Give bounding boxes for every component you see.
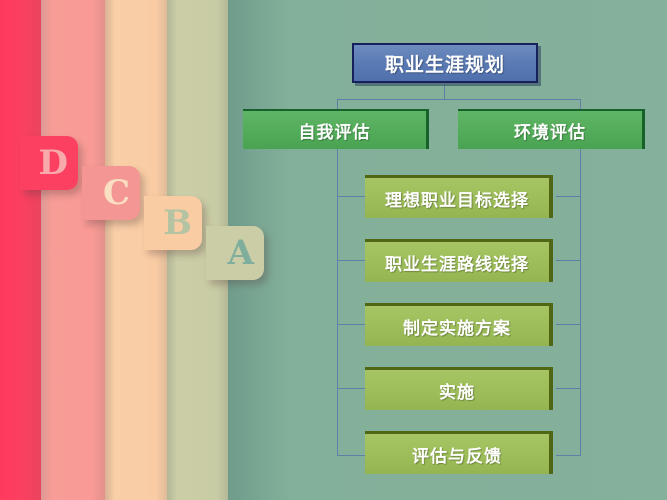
- letter-tab-b-label: B: [163, 203, 192, 243]
- branch-box-self-assessment[interactable]: 自我评估: [243, 109, 429, 149]
- connector-right-stub-5: [556, 455, 581, 456]
- background-stripe-peach: [105, 0, 167, 500]
- connector-left-stub-1: [337, 196, 365, 197]
- step-label-1: 理想职业目标选择: [385, 190, 529, 211]
- branch-label-environment-assessment: 环境评估: [514, 122, 586, 143]
- connector-left-stub-5: [337, 455, 365, 456]
- step-box-4[interactable]: 实施: [365, 367, 553, 410]
- connector-to-self-assessment: [337, 99, 338, 110]
- connector-split-bar: [337, 99, 581, 100]
- background-stripe-crimson: [0, 0, 41, 500]
- connector-left-stub-3: [337, 324, 365, 325]
- connector-left-spine: [337, 149, 338, 456]
- step-label-4: 实施: [439, 382, 475, 403]
- connector-right-stub-4: [556, 388, 581, 389]
- step-box-3[interactable]: 制定实施方案: [365, 303, 553, 346]
- connector-right-stub-3: [556, 324, 581, 325]
- connector-left-stub-2: [337, 260, 365, 261]
- letter-tab-b: B: [144, 196, 202, 250]
- connector-right-stub-2: [556, 260, 581, 261]
- letter-tab-d: D: [20, 136, 78, 190]
- connector-to-environment-assessment: [580, 99, 581, 110]
- connector-title-stem: [444, 85, 445, 99]
- connector-right-stub-1: [556, 196, 581, 197]
- step-label-3: 制定实施方案: [403, 318, 511, 339]
- step-box-1[interactable]: 理想职业目标选择: [365, 175, 553, 218]
- letter-tab-c-label: C: [102, 173, 130, 213]
- connector-right-spine: [580, 149, 581, 456]
- letter-tab-d-label: D: [38, 143, 68, 183]
- background-stripe-salmon: [41, 0, 105, 500]
- connector-left-stub-4: [337, 388, 365, 389]
- letter-tab-a: A: [206, 226, 264, 280]
- step-label-2: 职业生涯路线选择: [385, 254, 529, 275]
- letter-tab-a-label: A: [227, 233, 254, 273]
- step-box-2[interactable]: 职业生涯路线选择: [365, 239, 553, 282]
- diagram-title-label: 职业生涯规划: [384, 53, 505, 76]
- letter-tab-c: C: [82, 166, 140, 220]
- step-label-5: 评估与反馈: [412, 446, 502, 467]
- diagram-title-box[interactable]: 职业生涯规划: [352, 43, 538, 83]
- branch-label-self-assessment: 自我评估: [298, 122, 371, 143]
- branch-box-environment-assessment[interactable]: 环境评估: [458, 109, 645, 149]
- step-box-5[interactable]: 评估与反馈: [365, 431, 553, 474]
